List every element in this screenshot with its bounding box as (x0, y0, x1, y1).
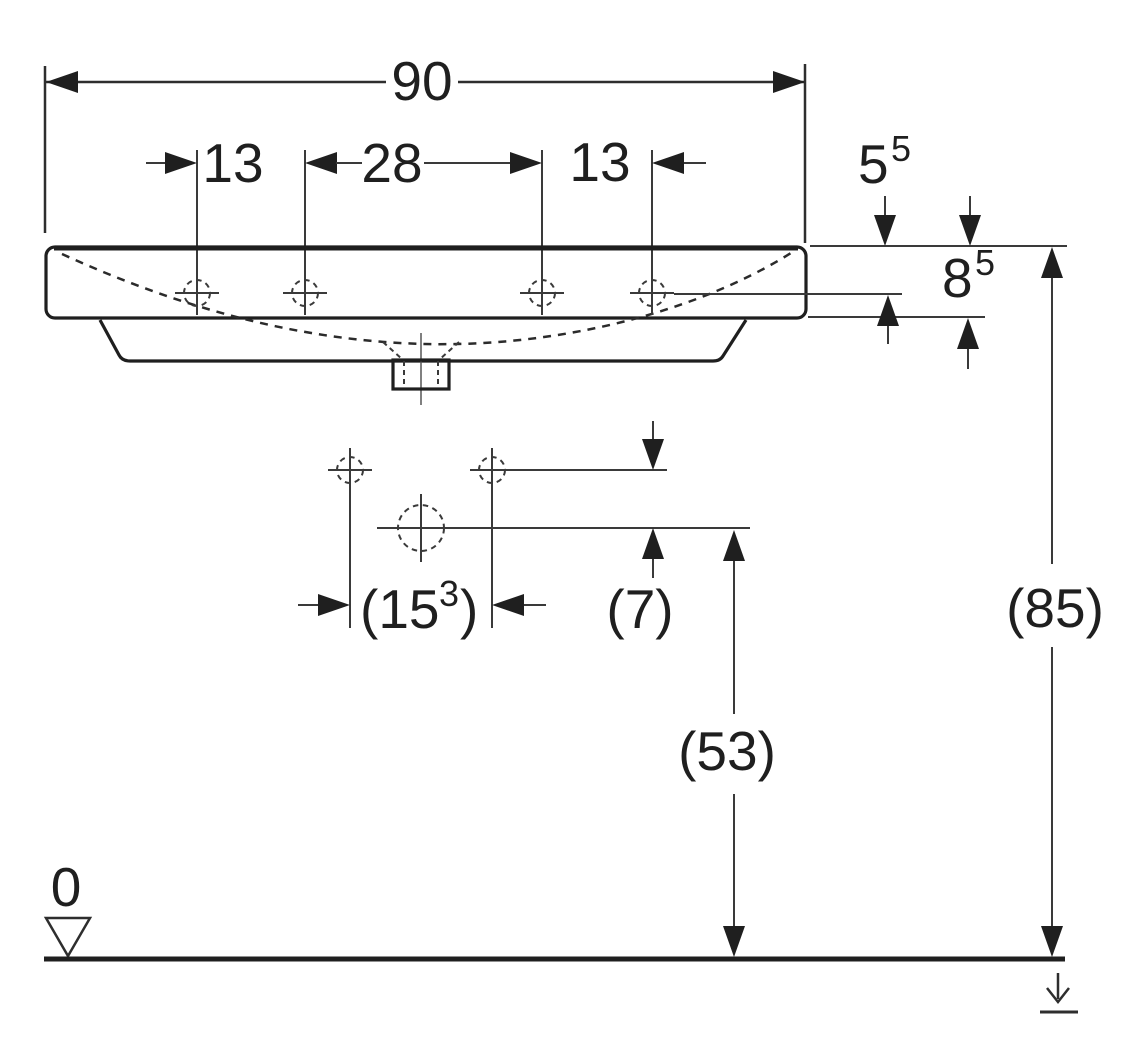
arrowhead-right-icon (510, 152, 542, 174)
dim-label-15-open: (15 (360, 578, 440, 640)
dim-label-overall-height: (85) (1006, 577, 1104, 639)
drain-direction-icon (1040, 973, 1078, 1014)
dim-top-to-rim-bottom: 8 5 (942, 196, 995, 369)
arrowhead-down-icon (723, 926, 745, 957)
datum-triangle-icon (43, 916, 93, 959)
drain-funnel-hidden (439, 341, 460, 360)
drain-funnel-hidden (382, 341, 403, 360)
arrowhead-up-icon (642, 528, 664, 559)
dim-label-left-hole-spacing: 13 (202, 132, 263, 194)
tap-hole-1 (175, 271, 219, 315)
dim-label-outlet-offset: (7) (606, 578, 673, 640)
arrowhead-left-icon (652, 152, 684, 174)
dim-label-outlet-height: (53) (678, 720, 776, 782)
arrowhead-right-icon (318, 594, 350, 616)
dim-label-center-hole-spacing: 28 (361, 132, 422, 194)
dim-outlet-offset: (7) (606, 421, 674, 640)
dim-label-right-hole-spacing: 13 (569, 131, 630, 193)
washbasin-outline (44, 245, 808, 405)
dim-label-8-base: 8 (942, 247, 973, 309)
drain-outlet-box (391, 358, 451, 391)
reference-lines-middle (377, 469, 750, 529)
dim-label-floor-datum: 0 (51, 856, 82, 918)
dim-label-overall-width: 90 (391, 50, 452, 112)
arrowhead-up-icon (723, 530, 745, 561)
arrowhead-left-icon (46, 71, 78, 93)
tap-hole-2 (283, 271, 327, 315)
tap-hole-4 (630, 271, 674, 315)
arrowhead-down-icon (959, 215, 981, 246)
bowl-hidden-contour (61, 251, 792, 346)
dim-label-15-close: ) (460, 578, 478, 640)
floor-datum: 0 (43, 856, 1065, 962)
arrowhead-left-icon (305, 152, 337, 174)
dim-top-to-taphole: 5 5 (858, 128, 911, 344)
dim-outlet-height: (53) (678, 530, 776, 957)
arrowhead-down-icon (642, 439, 664, 470)
arrowhead-up-icon (957, 318, 979, 349)
dim-label-8-sup: 5 (975, 242, 995, 283)
arrowhead-down-icon (1041, 926, 1063, 957)
arrowhead-up-icon (1041, 247, 1063, 278)
dim-overall-height: (85) (1006, 247, 1104, 957)
arrowhead-down-icon (874, 215, 896, 246)
arrowhead-left-icon (492, 594, 524, 616)
arrowhead-up-icon (877, 295, 899, 326)
basin-lower-body (98, 319, 748, 363)
dim-label-15-sup: 3 (439, 573, 459, 614)
dim-label-5-base: 5 (858, 133, 889, 195)
dim-taphole-chain: 13 28 13 (146, 131, 706, 272)
tap-hole-3 (520, 271, 564, 315)
arrowhead-right-icon (165, 152, 197, 174)
dim-label-5-sup: 5 (891, 128, 911, 169)
dim-siphon-offset: (15 3 ) (298, 481, 546, 640)
dim-overall-width: 90 (43, 50, 807, 243)
reference-lines-right (674, 245, 1067, 318)
arrowhead-right-icon (773, 71, 805, 93)
basin-rim (44, 245, 808, 320)
